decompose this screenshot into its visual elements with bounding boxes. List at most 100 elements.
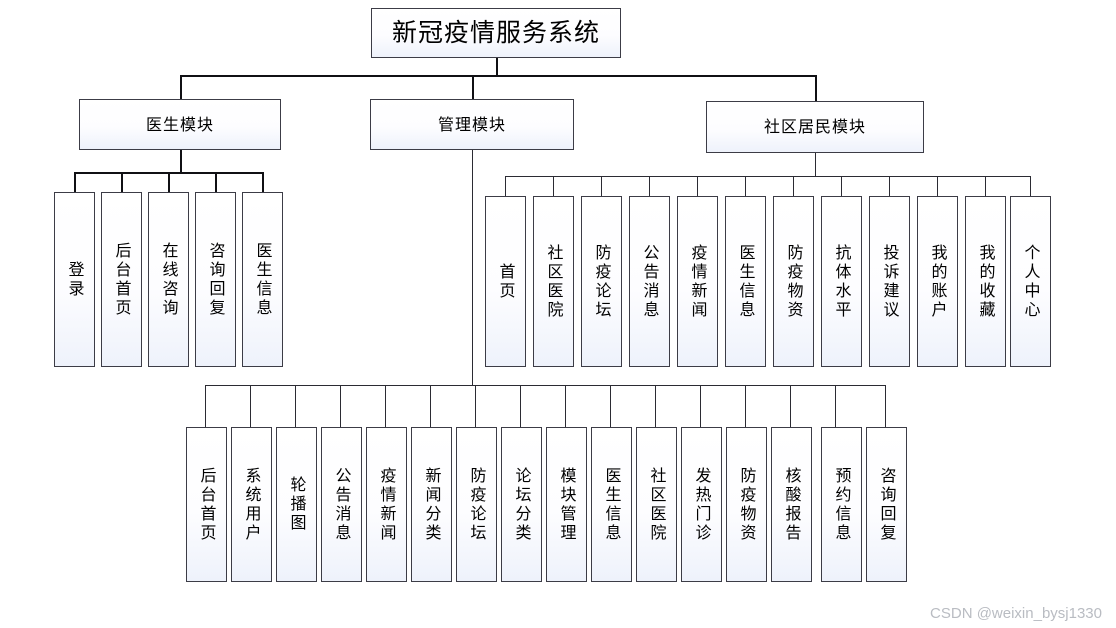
node-doctor-item-4-label: 医生信息 <box>253 241 273 318</box>
node-admin-item-9[interactable]: 医生信息 <box>591 427 632 582</box>
node-admin-item-8-label: 模块管理 <box>557 466 577 543</box>
node-doctor-item-2[interactable]: 在线咨询 <box>148 192 189 367</box>
node-doctor-item-3-label: 咨询回复 <box>206 241 226 318</box>
node-resident-item-2[interactable]: 防疫论坛 <box>581 196 622 367</box>
node-module-admin-label: 管理模块 <box>437 114 506 134</box>
node-admin-item-5[interactable]: 新闻分类 <box>411 427 452 582</box>
node-module-resident[interactable]: 社区居民模块 <box>706 101 924 153</box>
connector-admin-drop-7 <box>520 385 521 427</box>
node-admin-item-14[interactable]: 预约信息 <box>821 427 862 582</box>
node-doctor-item-0-label: 登录 <box>65 260 85 299</box>
node-admin-item-12-label: 防疫物资 <box>737 466 757 543</box>
node-admin-item-14-label: 预约信息 <box>832 466 852 543</box>
node-admin-item-15-label: 咨询回复 <box>877 466 897 543</box>
connector-admin-drop-9 <box>610 385 611 427</box>
connector-resident-bus <box>505 176 1030 177</box>
node-admin-item-1[interactable]: 系统用户 <box>231 427 272 582</box>
connector-doctor-drop-4 <box>262 172 264 192</box>
node-admin-item-13[interactable]: 核酸报告 <box>771 427 812 582</box>
connector-admin-drop-4 <box>385 385 386 427</box>
node-resident-item-0[interactable]: 首页 <box>485 196 526 367</box>
node-admin-item-4[interactable]: 疫情新闻 <box>366 427 407 582</box>
node-resident-item-9-label: 我的账户 <box>928 243 948 320</box>
connector-admin-drop-13 <box>790 385 791 427</box>
node-admin-item-3[interactable]: 公告消息 <box>321 427 362 582</box>
node-doctor-item-3[interactable]: 咨询回复 <box>195 192 236 367</box>
node-root-label: 新冠疫情服务系统 <box>391 18 600 47</box>
node-resident-item-8-label: 投诉建议 <box>880 243 900 320</box>
node-resident-item-10-label: 我的收藏 <box>976 243 996 320</box>
node-resident-item-4-label: 疫情新闻 <box>688 243 708 320</box>
node-resident-item-4[interactable]: 疫情新闻 <box>677 196 718 367</box>
node-doctor-item-4[interactable]: 医生信息 <box>242 192 283 367</box>
node-admin-item-1-label: 系统用户 <box>242 466 262 543</box>
connector-to-admin-module <box>472 75 474 99</box>
connector-resident-drop-11 <box>1030 176 1031 196</box>
node-admin-item-12[interactable]: 防疫物资 <box>726 427 767 582</box>
node-resident-item-6[interactable]: 防疫物资 <box>773 196 814 367</box>
node-root[interactable]: 新冠疫情服务系统 <box>371 8 621 58</box>
node-resident-item-11[interactable]: 个人中心 <box>1010 196 1051 367</box>
node-resident-item-0-label: 首页 <box>496 262 516 301</box>
node-resident-item-11-label: 个人中心 <box>1021 243 1041 320</box>
connector-admin-drop-3 <box>340 385 341 427</box>
node-resident-item-8[interactable]: 投诉建议 <box>869 196 910 367</box>
node-admin-item-0-label: 后台首页 <box>197 466 217 543</box>
connector-resident-drop-9 <box>937 176 938 196</box>
node-resident-item-3[interactable]: 公告消息 <box>629 196 670 367</box>
node-admin-item-15[interactable]: 咨询回复 <box>866 427 907 582</box>
node-resident-item-9[interactable]: 我的账户 <box>917 196 958 367</box>
node-admin-item-11[interactable]: 发热门诊 <box>681 427 722 582</box>
connector-admin-drop-12 <box>745 385 746 427</box>
node-admin-item-7-label: 论坛分类 <box>512 466 532 543</box>
connector-admin-drop-15 <box>885 385 886 427</box>
node-admin-item-7[interactable]: 论坛分类 <box>501 427 542 582</box>
node-admin-item-11-label: 发热门诊 <box>692 466 712 543</box>
connector-admin-drop-6 <box>475 385 476 427</box>
node-admin-item-3-label: 公告消息 <box>332 466 352 543</box>
connector-resident-drop-6 <box>793 176 794 196</box>
connector-admin-drop-0 <box>205 385 206 427</box>
node-resident-item-5-label: 医生信息 <box>736 243 756 320</box>
connector-admin-drop-8 <box>565 385 566 427</box>
node-resident-item-10[interactable]: 我的收藏 <box>965 196 1006 367</box>
node-admin-item-10[interactable]: 社区医院 <box>636 427 677 582</box>
node-admin-item-2-label: 轮播图 <box>287 476 307 533</box>
node-module-doctor-label: 医生模块 <box>145 114 214 134</box>
connector-doctor-stem <box>180 150 182 172</box>
node-resident-item-5[interactable]: 医生信息 <box>725 196 766 367</box>
node-admin-item-2[interactable]: 轮播图 <box>276 427 317 582</box>
connector-resident-stem <box>815 153 816 176</box>
node-admin-item-4-label: 疫情新闻 <box>377 466 397 543</box>
node-module-doctor[interactable]: 医生模块 <box>79 99 281 150</box>
node-admin-item-0[interactable]: 后台首页 <box>186 427 227 582</box>
connector-admin-stem <box>472 150 473 385</box>
connector-resident-drop-2 <box>601 176 602 196</box>
connector-admin-bus <box>205 385 885 386</box>
node-admin-item-13-label: 核酸报告 <box>782 466 802 543</box>
node-module-resident-label: 社区居民模块 <box>763 117 866 137</box>
connector-doctor-drop-3 <box>215 172 217 192</box>
connector-admin-drop-10 <box>655 385 656 427</box>
node-doctor-item-1[interactable]: 后台首页 <box>101 192 142 367</box>
node-resident-item-2-label: 防疫论坛 <box>592 243 612 320</box>
connector-resident-drop-1 <box>553 176 554 196</box>
connector-root-bus <box>180 75 815 77</box>
node-resident-item-7[interactable]: 抗体水平 <box>821 196 862 367</box>
node-module-admin[interactable]: 管理模块 <box>370 99 574 150</box>
connector-to-doctor-module <box>180 75 182 99</box>
connector-resident-drop-10 <box>985 176 986 196</box>
node-doctor-item-0[interactable]: 登录 <box>54 192 95 367</box>
connector-to-resident-module <box>815 75 817 101</box>
connector-admin-drop-5 <box>430 385 431 427</box>
node-resident-item-1[interactable]: 社区医院 <box>533 196 574 367</box>
node-resident-item-3-label: 公告消息 <box>640 243 660 320</box>
watermark-text: CSDN @weixin_bysj1330 <box>930 605 1102 622</box>
node-admin-item-8[interactable]: 模块管理 <box>546 427 587 582</box>
connector-resident-drop-5 <box>745 176 746 196</box>
node-admin-item-5-label: 新闻分类 <box>422 466 442 543</box>
node-admin-item-9-label: 医生信息 <box>602 466 622 543</box>
connector-resident-drop-4 <box>697 176 698 196</box>
node-admin-item-6[interactable]: 防疫论坛 <box>456 427 497 582</box>
